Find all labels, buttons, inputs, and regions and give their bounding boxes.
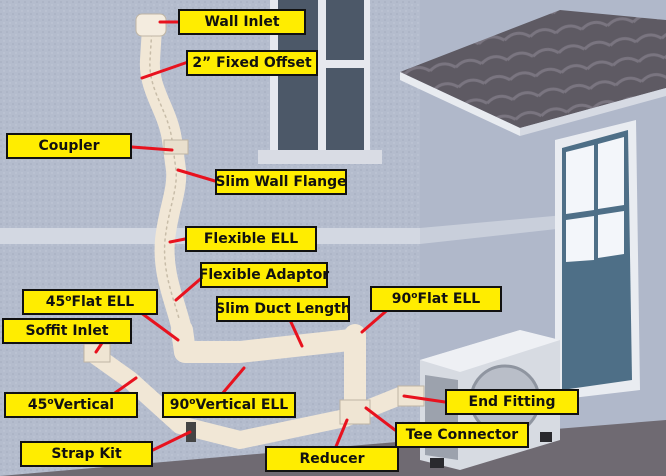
horizontal-run [171,319,361,363]
roof-awning [400,10,666,136]
label-end-fitting: End Fitting [445,389,579,415]
label-slim-duct-length: Slim Duct Length [215,296,351,322]
label-slim-wall-flange: Slim Wall Flange [215,169,347,195]
label-fixed-offset: 2” Fixed Offset [186,50,318,76]
label-soffit-inlet: Soffit Inlet [2,318,132,344]
wall-inlet-fitting [135,13,167,37]
leader-lines [94,20,447,452]
label-vertical-45: 45o Vertical [4,392,138,418]
door [555,120,640,400]
label-vertical-ell-90: 90o Vertical ELL [162,392,296,418]
label-flexible-adaptor: Flexible Adaptor [199,262,329,288]
label-flat-ell-90: 90o Flat ELL [370,286,502,312]
label-strap-kit: Strap Kit [20,441,153,467]
coupler-fitting [163,139,189,155]
label-coupler: Coupler [6,133,132,159]
label-flat-ell-45: 45o Flat ELL [22,289,158,315]
label-wall-inlet: Wall Inlet [178,9,306,35]
label-reducer: Reducer [265,446,399,472]
label-flexible-ell: Flexible ELL [185,226,317,252]
tee-fitting [339,399,371,425]
label-tee-connector: Tee Connector [395,422,529,448]
